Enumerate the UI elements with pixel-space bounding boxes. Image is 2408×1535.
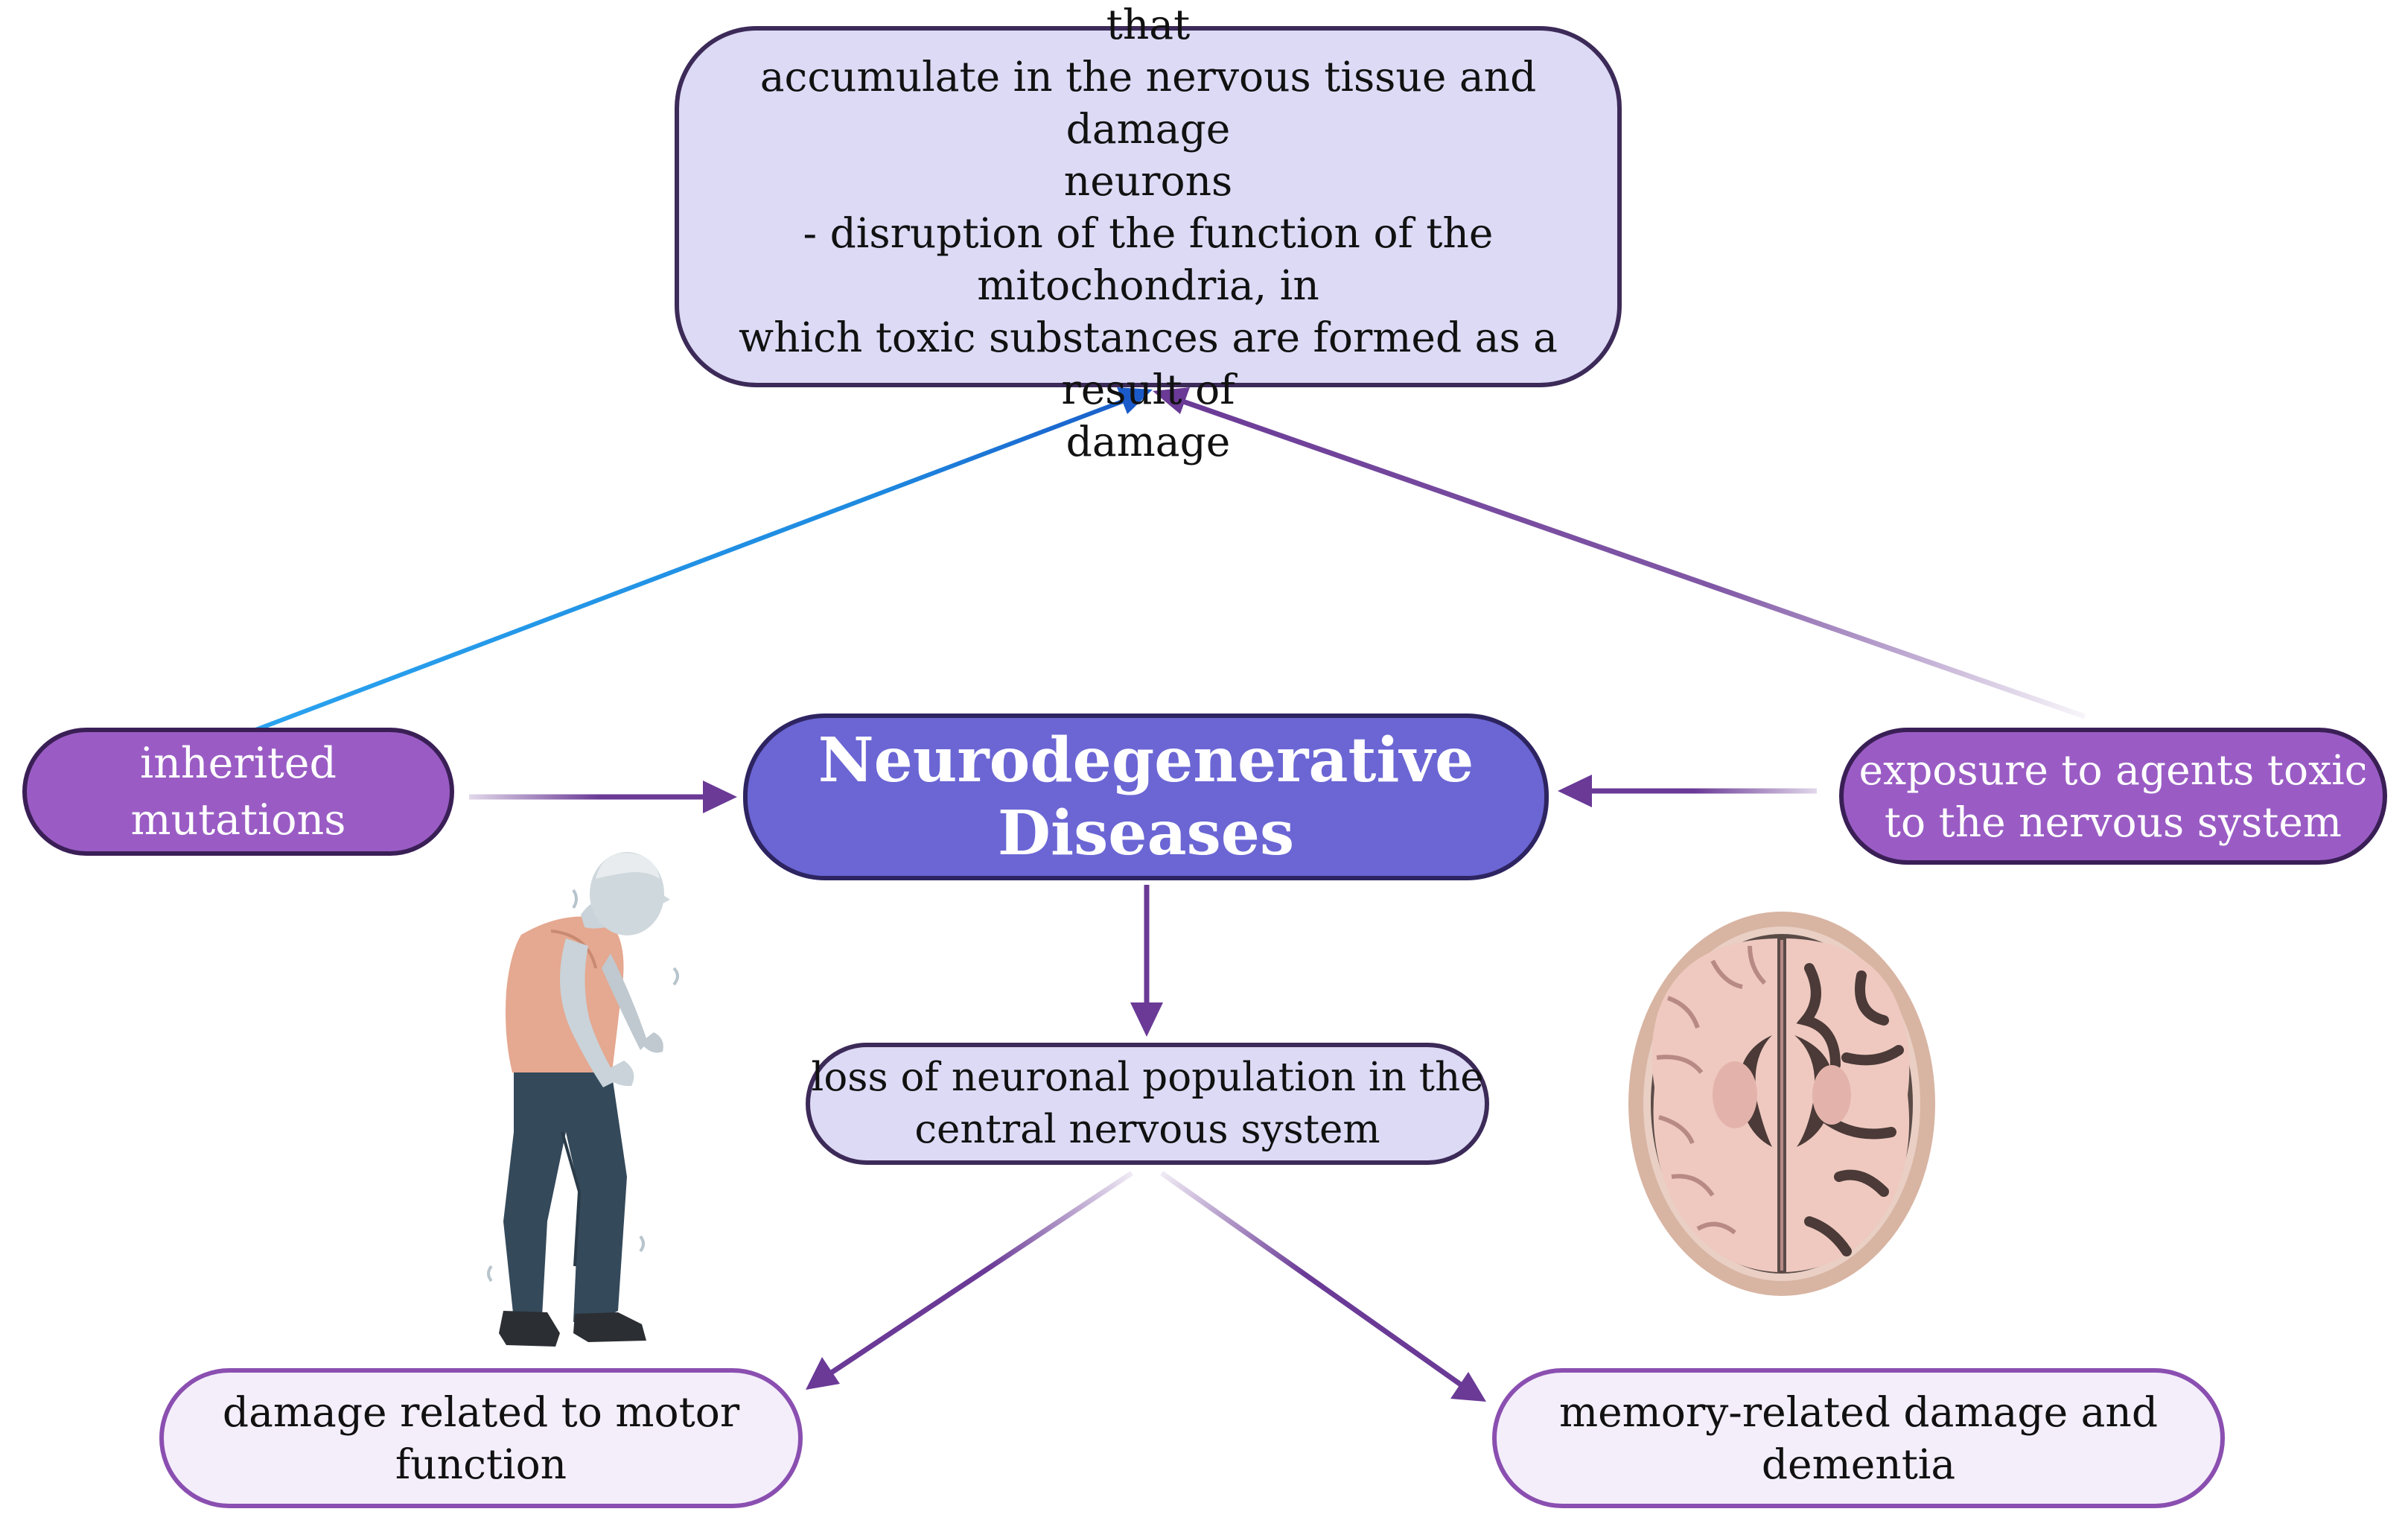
mechanisms-text: - the formation of pathological proteins…	[739, 0, 1558, 465]
motor-damage-box: damage related to motor function	[159, 1368, 803, 1508]
memory-damage-box: memory-related damage and dementia	[1492, 1368, 2225, 1508]
arrow-toxins-to-diseases	[1558, 775, 1817, 807]
inherited-mutations-box: inherited mutations	[22, 728, 454, 856]
neurodegenerative-diseases-box: Neurodegenerative Diseases	[743, 714, 1549, 880]
arrow-neuron-loss-to-motor	[806, 1171, 1133, 1390]
arrow-neuron-loss-to-memory	[1159, 1171, 1486, 1402]
elderly-person-illustration	[487, 852, 679, 1347]
neuron-loss-box: loss of neuronal population in the centr…	[806, 1043, 1489, 1165]
motor-damage-text: damage related to motor function	[222, 1388, 740, 1488]
toxic-agents-box: exposure to agents toxic to the nervous …	[1839, 728, 2387, 865]
mechanisms-box: - the formation of pathological proteins…	[675, 1, 1622, 465]
arrow-diseases-to-neuron-loss	[1130, 885, 1163, 1037]
neurodegenerative-diseases-title: Neurodegenerative Diseases	[818, 725, 1474, 869]
memory-damage-text: memory-related damage and dementia	[1558, 1388, 2159, 1488]
toxic-agents-text: exposure to agents toxic to the nervous …	[1858, 746, 2368, 846]
inherited-mutations-text: inherited mutations	[130, 739, 346, 845]
brain-cross-section-illustration	[1628, 912, 1935, 1296]
arrow-mutations-to-mechanisms	[244, 387, 1153, 736]
arrow-toxins-to-mechanisms	[1153, 387, 2086, 719]
arrow-mutations-to-diseases	[469, 781, 737, 813]
neuron-loss-text: loss of neuronal population in the centr…	[811, 1055, 1484, 1152]
